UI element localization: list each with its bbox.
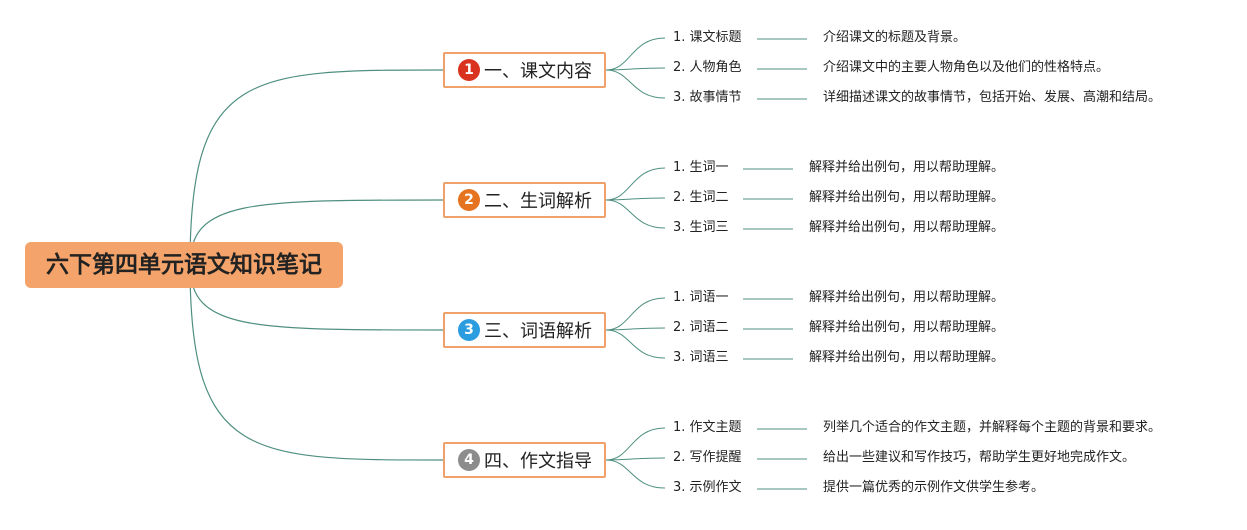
subtopic-label[interactable]: 1. 作文主题 (673, 420, 742, 435)
subtopic-description[interactable]: 解释并给出例句，用以帮助理解。 (809, 160, 1005, 175)
branch-link-2-2 (605, 197, 666, 201)
branch-label: 二、生词解析 (484, 191, 592, 212)
branch-link-4-1 (605, 427, 666, 461)
subtopic-label[interactable]: 3. 故事情节 (673, 90, 742, 105)
branch-link-3-3 (605, 329, 666, 359)
subtopic-label[interactable]: 3. 词语三 (673, 350, 729, 365)
subtopic-description[interactable]: 解释并给出例句，用以帮助理解。 (809, 350, 1005, 365)
subtopic-label[interactable]: 1. 课文标题 (673, 30, 742, 45)
number-badge-icon: 3 (458, 319, 480, 341)
branch-link-4-3 (605, 459, 666, 489)
branch-link-2-1 (605, 167, 666, 201)
branch-link-1-2 (605, 67, 666, 71)
subtopic-label[interactable]: 2. 人物角色 (673, 60, 742, 75)
root-link-4 (189, 264, 444, 461)
subtopic-label[interactable]: 2. 生词二 (673, 190, 729, 205)
number-badge-icon: 4 (458, 449, 480, 471)
number-badge-icon: 1 (458, 59, 480, 81)
subtopic-description[interactable]: 详细描述课文的故事情节，包括开始、发展、高潮和结局。 (823, 90, 1162, 105)
subtopic-description[interactable]: 解释并给出例句，用以帮助理解。 (809, 220, 1005, 235)
subtopic-label[interactable]: 1. 生词一 (673, 160, 729, 175)
subtopic-description[interactable]: 提供一篇优秀的示例作文供学生参考。 (823, 480, 1045, 495)
subtopic-description[interactable]: 解释并给出例句，用以帮助理解。 (809, 290, 1005, 305)
number-badge-icon: 2 (458, 189, 480, 211)
subtopic-description[interactable]: 介绍课文中的主要人物角色以及他们的性格特点。 (823, 60, 1110, 75)
subtopic-description[interactable]: 解释并给出例句，用以帮助理解。 (809, 190, 1005, 205)
branch-link-2-3 (605, 199, 666, 229)
branch-label: 一、课文内容 (484, 61, 592, 82)
subtopic-label[interactable]: 2. 写作提醒 (673, 450, 742, 465)
branch-link-1-3 (605, 69, 666, 99)
subtopic-description[interactable]: 列举几个适合的作文主题，并解释每个主题的背景和要求。 (823, 420, 1162, 435)
branch-link-4-2 (605, 457, 666, 461)
root-link-1 (189, 69, 444, 266)
branch-label: 四、作文指导 (484, 451, 592, 472)
subtopic-description[interactable]: 介绍课文的标题及背景。 (823, 30, 967, 45)
subtopic-label[interactable]: 1. 词语一 (673, 290, 729, 305)
branch-link-3-1 (605, 297, 666, 331)
subtopic-description[interactable]: 解释并给出例句，用以帮助理解。 (809, 320, 1005, 335)
branch-link-3-2 (605, 327, 666, 331)
subtopic-label[interactable]: 3. 示例作文 (673, 480, 742, 495)
subtopic-description[interactable]: 给出一些建议和写作技巧，帮助学生更好地完成作文。 (823, 450, 1136, 465)
branch-link-1-1 (605, 37, 666, 71)
subtopic-label[interactable]: 3. 生词三 (673, 220, 729, 235)
branch-label: 三、词语解析 (484, 321, 592, 342)
root-topic[interactable]: 六下第四单元语文知识笔记 (25, 242, 343, 288)
subtopic-label[interactable]: 2. 词语二 (673, 320, 729, 335)
